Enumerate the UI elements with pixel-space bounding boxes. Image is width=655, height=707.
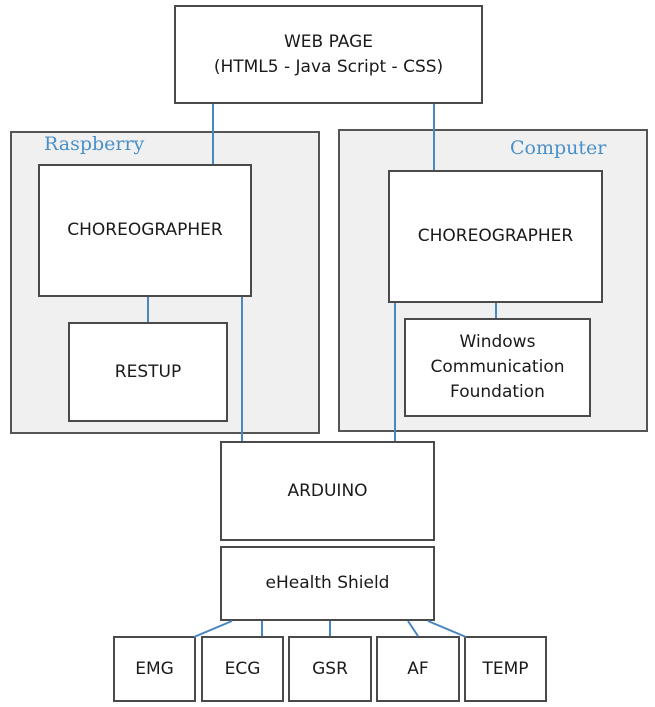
restup-box: RESTUP <box>68 322 228 422</box>
sensor-gsr-box: GSR <box>288 636 372 702</box>
wcf-box: Windows Communication Foundation <box>404 318 591 417</box>
computer-group-label: Computer <box>510 137 607 159</box>
sensor-af-box: AF <box>376 636 460 702</box>
wcf-line-1: Windows <box>459 332 536 352</box>
wcf-line-3: Foundation <box>450 382 545 402</box>
choreographer-computer-box: CHOREOGRAPHER <box>388 170 603 303</box>
restup-label: RESTUP <box>114 361 182 382</box>
ehealth-shield-label: eHealth Shield <box>265 573 390 593</box>
sensor-emg-label: EMG <box>135 658 174 679</box>
choreographer-computer-label: CHOREOGRAPHER <box>417 226 574 246</box>
connector-shield-temp <box>427 620 467 638</box>
wcf-line-2: Communication <box>430 357 565 377</box>
raspberry-group-label: Raspberry <box>44 133 145 155</box>
web-page-box: WEB PAGE (HTML5 - Java Script - CSS) <box>174 5 483 104</box>
web-page-subtitle: (HTML5 - Java Script - CSS) <box>213 56 444 77</box>
sensor-ecg-label: ECG <box>224 658 261 679</box>
sensor-temp-box: TEMP <box>464 636 547 702</box>
sensor-ecg-box: ECG <box>201 636 284 702</box>
choreographer-raspberry-label: CHOREOGRAPHER <box>67 220 223 240</box>
sensor-af-label: AF <box>407 658 429 679</box>
sensor-gsr-label: GSR <box>312 658 348 679</box>
arduino-box: ARDUINO <box>220 441 435 541</box>
connector-shield-af <box>407 620 419 637</box>
web-page-title: WEB PAGE <box>283 31 374 52</box>
connector-shield-emg <box>193 620 233 638</box>
sensor-temp-label: TEMP <box>482 658 529 679</box>
choreographer-raspberry-box: CHOREOGRAPHER <box>38 164 252 297</box>
ehealth-shield-box: eHealth Shield <box>220 546 435 621</box>
arduino-label: ARDUINO <box>287 480 368 501</box>
sensor-emg-box: EMG <box>113 636 196 702</box>
